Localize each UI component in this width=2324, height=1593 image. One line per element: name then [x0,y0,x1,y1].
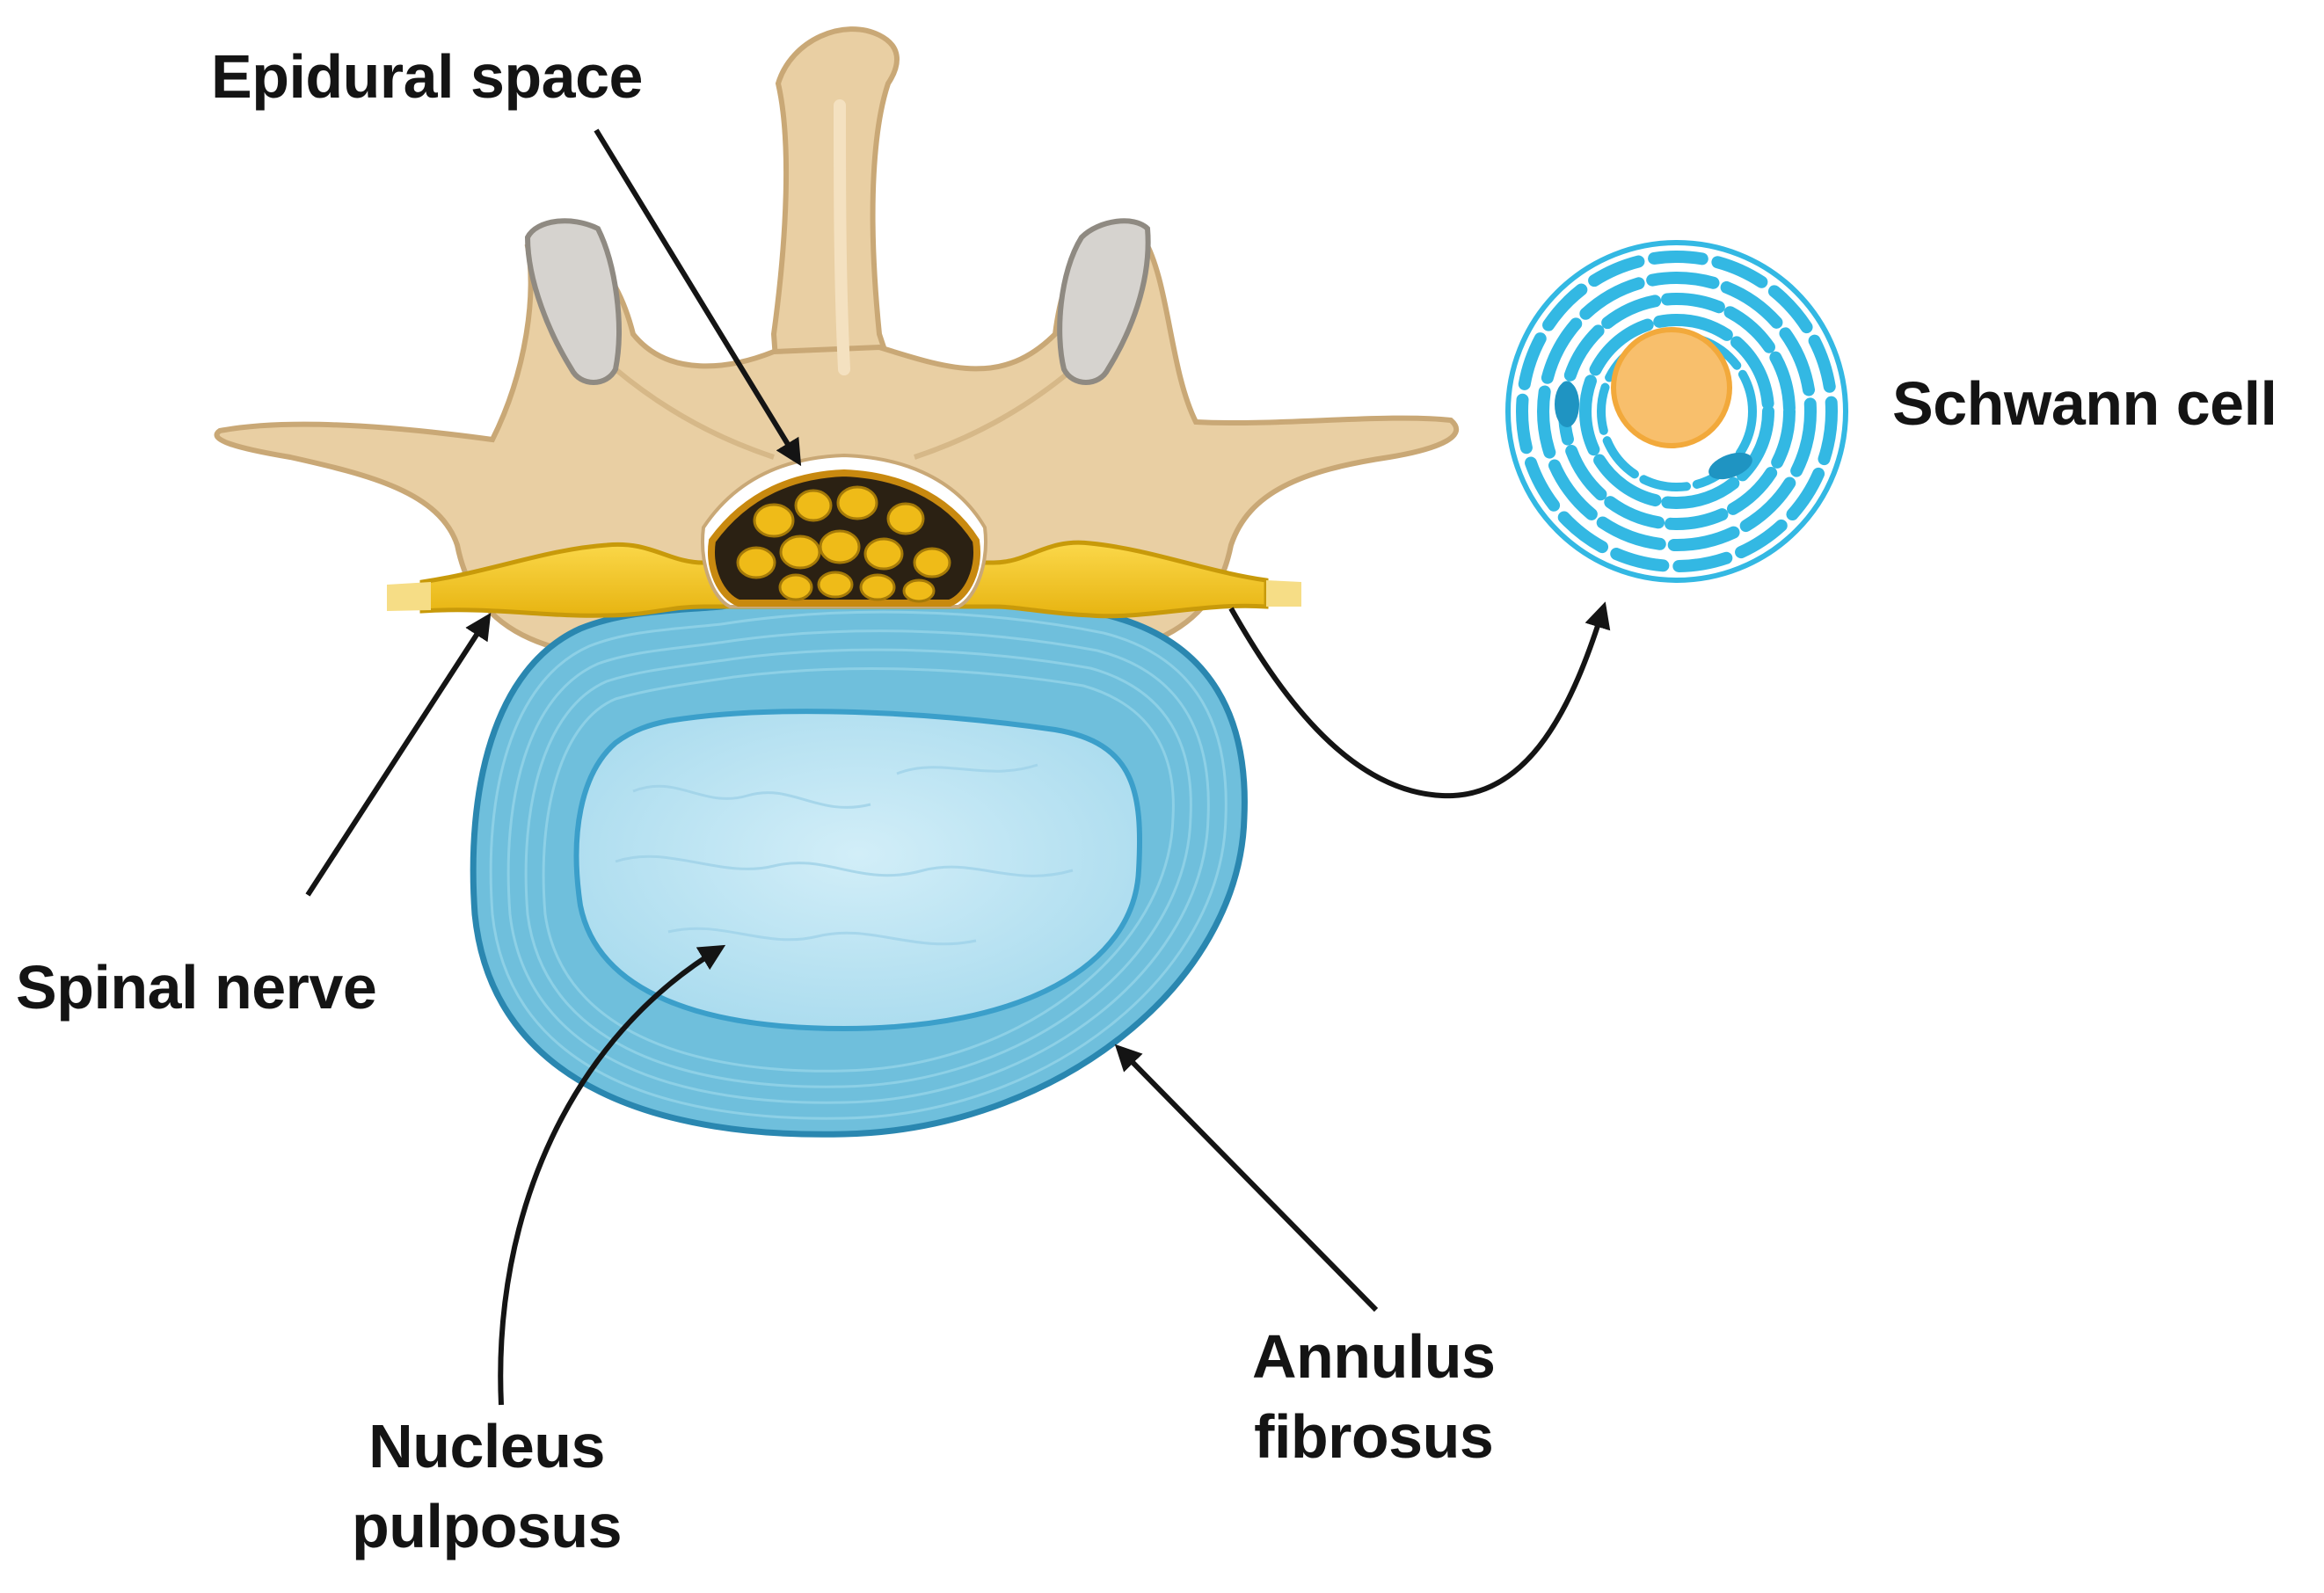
nucleus-pulposus-shape [573,709,1143,1032]
annulus-text-line-2: fibrosus [1254,1402,1494,1471]
annulus-text-line-1: Annulus [1252,1322,1496,1391]
spinal-canal [701,453,987,608]
arrow-annulus [1114,1044,1379,1313]
arrow-epidural [594,128,802,467]
arrow-to-schwann [1228,601,1611,799]
intervertebral-disc [470,589,1248,1138]
label-epidural-space: Epidural space [211,37,643,117]
epidural-space-text: Epidural space [211,42,643,111]
label-nucleus-pulposus: Nucleus pulposus [352,1407,623,1567]
nucleus-text-line-2: pulposus [352,1492,623,1560]
label-spinal-nerve: Spinal nerve [16,948,377,1028]
arrow-nucleus [498,944,726,1406]
arrow-spinal-nerve [305,612,492,897]
label-schwann-cell: Schwann cell [1892,364,2277,444]
nucleus-text-line-1: Nucleus [368,1412,605,1480]
schwann-cell [1505,240,1848,583]
schwann-cell-text: Schwann cell [1892,369,2277,438]
spinal-nerve-text: Spinal nerve [16,953,377,1022]
schwann-nucleus [1611,327,1732,448]
label-annulus-fibrosus: Annulus fibrosus [1252,1317,1496,1477]
pointer-arrows [305,128,1611,1406]
left-facet [524,218,622,385]
right-facet [1057,218,1151,385]
